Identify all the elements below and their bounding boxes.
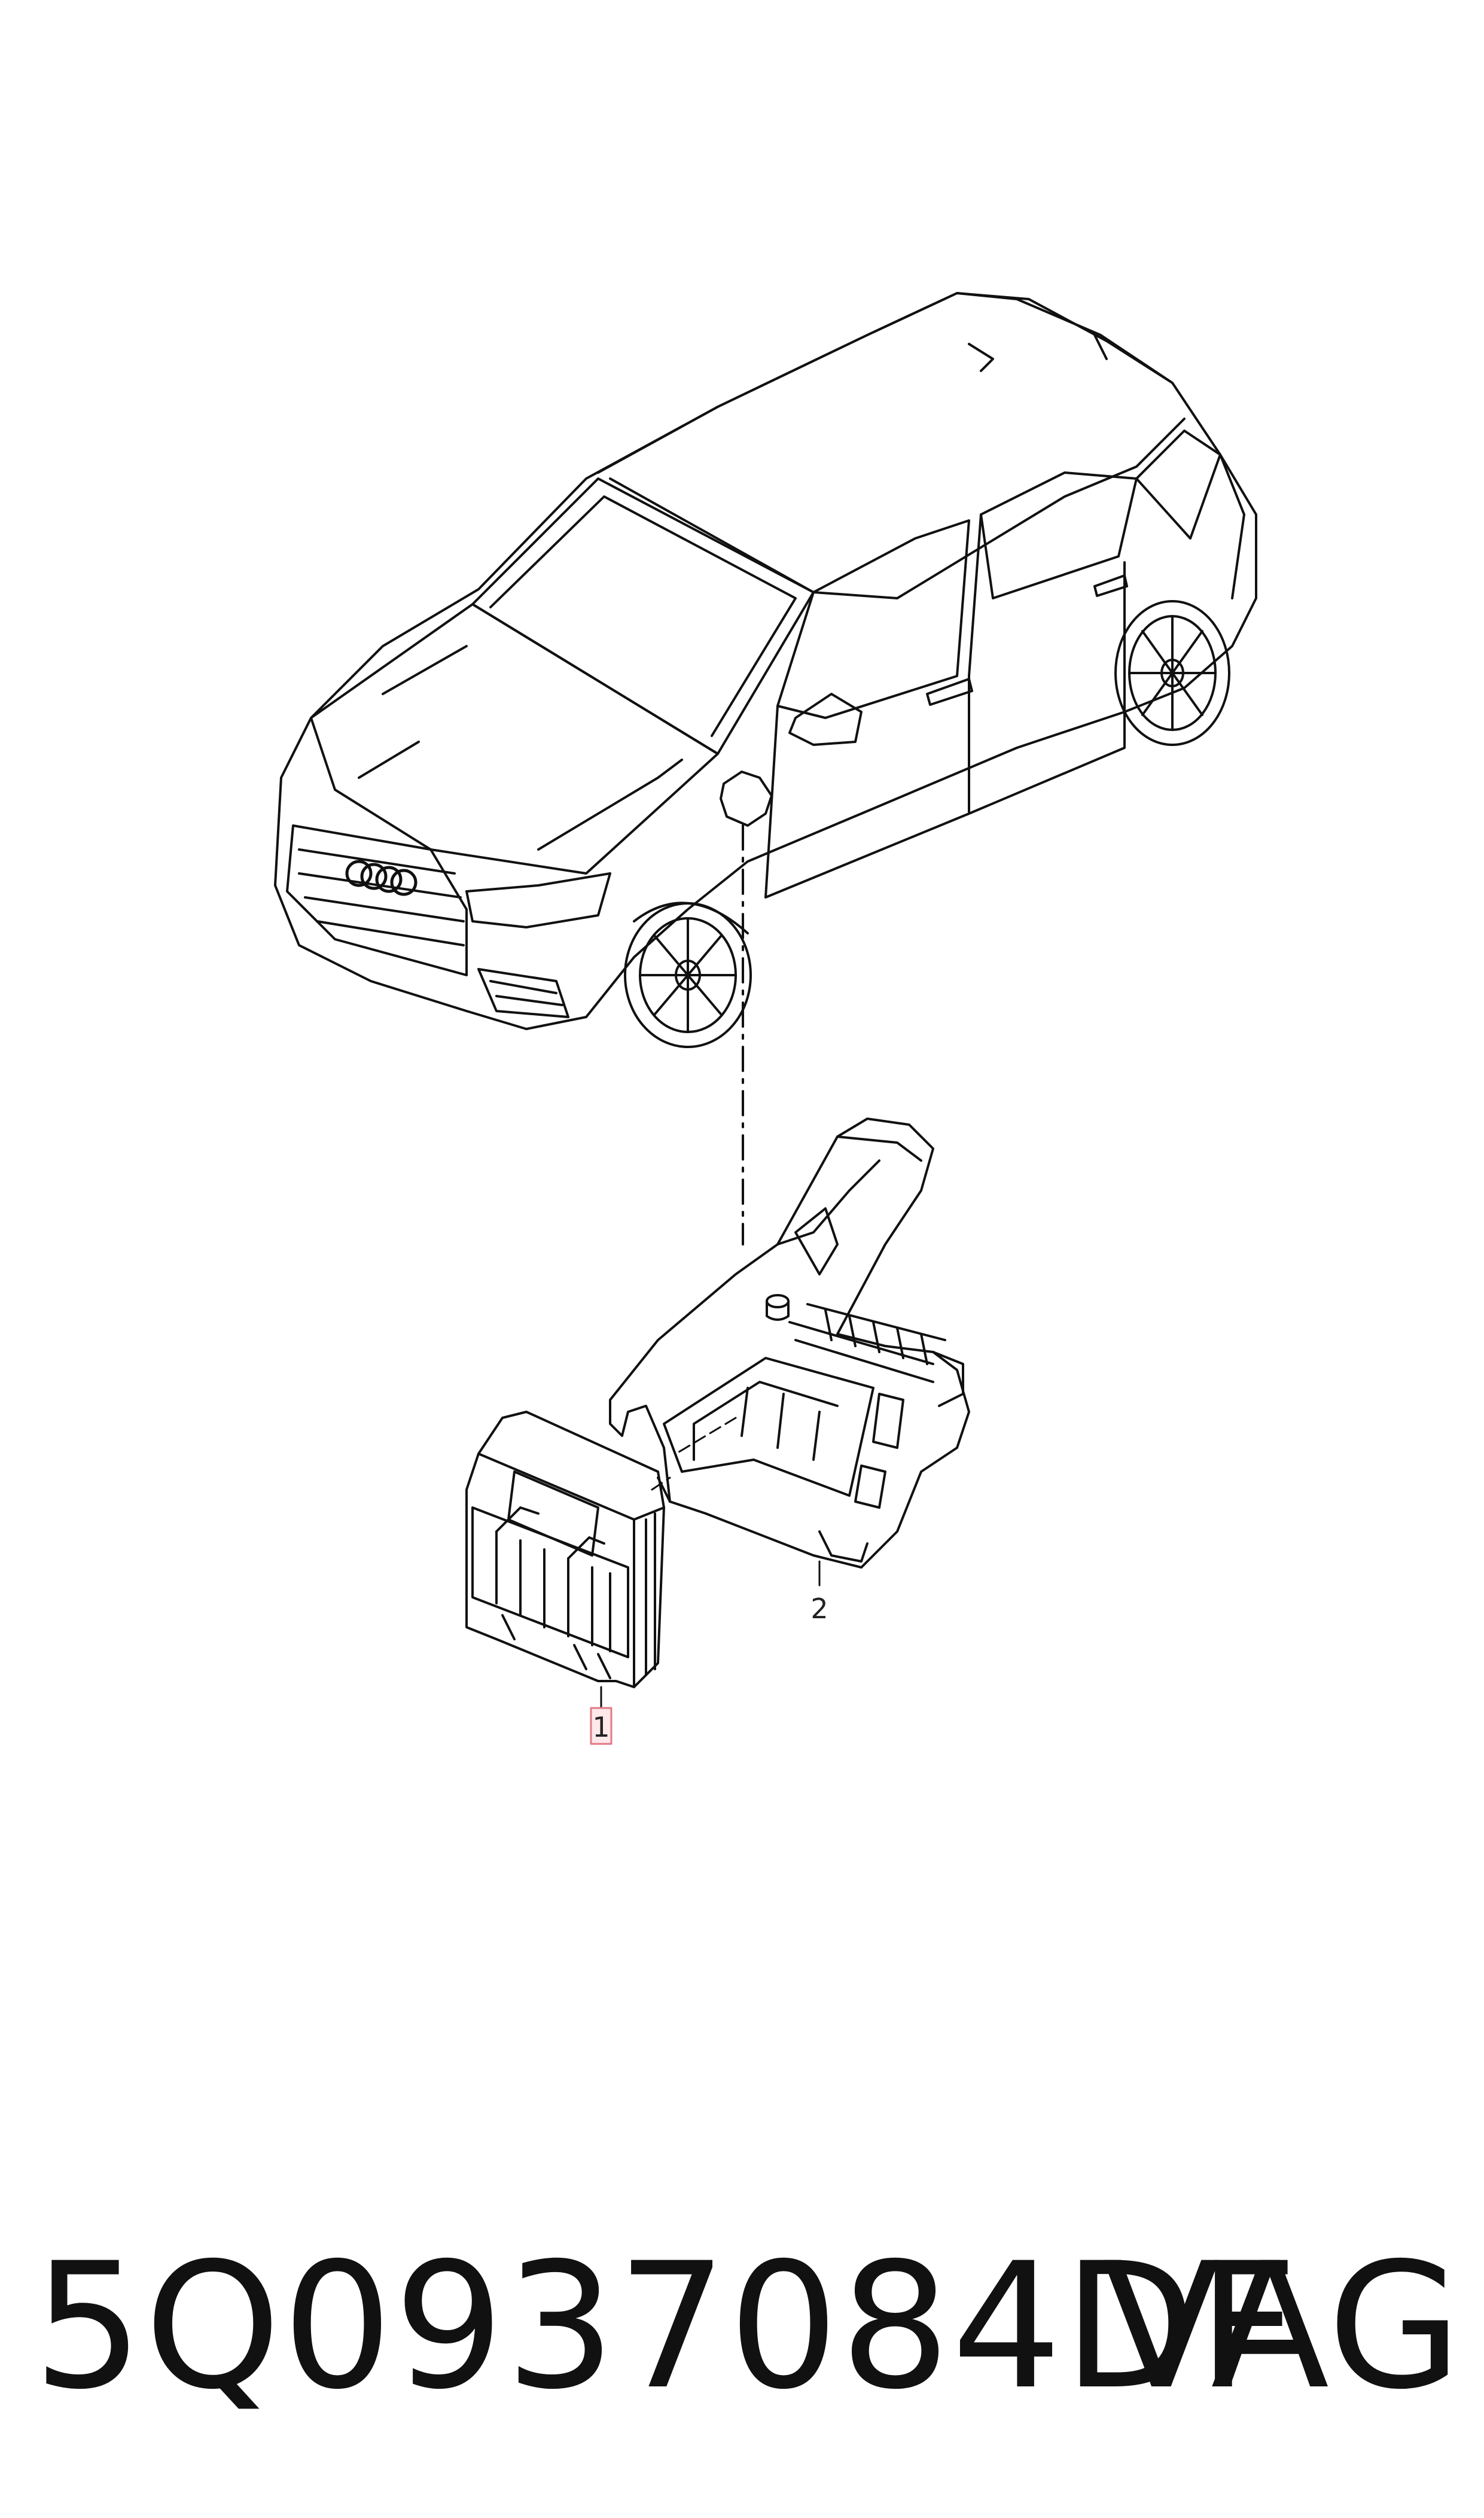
- headlight: [465, 872, 611, 928]
- callout-2: 2: [810, 1560, 828, 1625]
- front-door: [764, 675, 970, 899]
- location-marker: [720, 771, 773, 827]
- brand-name: VAG: [1102, 2226, 1463, 2428]
- windshield: [471, 477, 815, 755]
- rear-wheel: [1114, 600, 1230, 746]
- brand-rings-logo: [345, 860, 418, 896]
- hood: [310, 603, 719, 875]
- side-mirror: [788, 693, 863, 746]
- rear-side-window: [980, 471, 1138, 599]
- callout-1: 1: [590, 1686, 613, 1745]
- control-module: [465, 1411, 665, 1688]
- car-illustration: [274, 292, 1257, 1048]
- part-number: 5Q0937084DF: [33, 2226, 1299, 2428]
- callout-1-label: 1: [592, 1711, 610, 1743]
- callout-2-label: 2: [810, 1593, 828, 1625]
- front-grille: [286, 824, 468, 976]
- rear-door: [968, 513, 1126, 815]
- front-wheel: [624, 902, 752, 1048]
- mounting-bracket: [609, 1118, 970, 1569]
